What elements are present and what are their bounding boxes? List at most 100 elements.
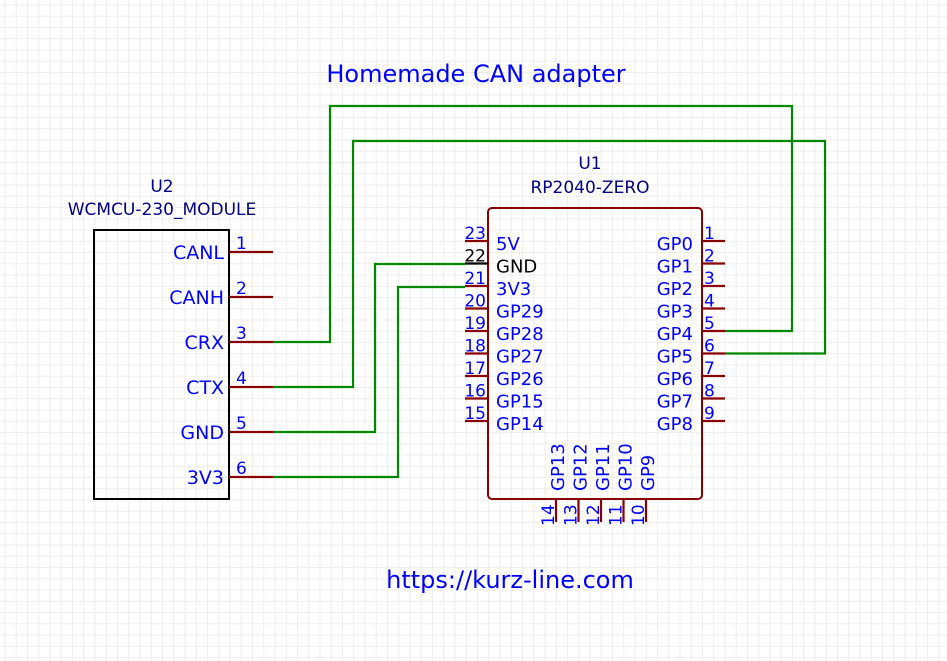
- pin-number: 12: [584, 504, 604, 526]
- pin-name: GND: [496, 257, 537, 278]
- pin-number: 18: [464, 337, 486, 357]
- u2-body[interactable]: [93, 229, 230, 500]
- u1-pin-21[interactable]: 21 3V3: [464, 269, 531, 300]
- u1-pin-12[interactable]: 12 GP11: [584, 443, 614, 526]
- u2-value: WCMCU-230_MODULE: [68, 200, 257, 220]
- wire-3v3[interactable]: [273, 285, 465, 479]
- pin-number: 3: [704, 269, 715, 289]
- pin-name: GP9: [638, 455, 659, 491]
- wire-crx-gp4[interactable]: [273, 104, 794, 344]
- wire-gnd[interactable]: [273, 262, 465, 434]
- wire-ctx-gp5[interactable]: [273, 139, 827, 389]
- pin-number: 2: [704, 247, 715, 267]
- u2-pin-3[interactable]: 3 CRX: [185, 324, 273, 354]
- pin-name: GP0: [657, 234, 693, 255]
- pin-number: 4: [236, 369, 247, 389]
- pin-name: GP3: [657, 302, 693, 323]
- pin-name: CRX: [185, 332, 224, 354]
- footer-link[interactable]: https://kurz-line.com: [386, 566, 634, 594]
- pin-number: 9: [704, 404, 715, 424]
- pin-number: 13: [562, 504, 582, 526]
- pin-number: 23: [464, 224, 486, 244]
- pin-name: 3V3: [496, 279, 531, 300]
- pin-name: 3V3: [187, 467, 224, 489]
- pin-number: 5: [704, 314, 715, 334]
- pin-name: GP28: [496, 324, 544, 345]
- pin-number: 20: [464, 292, 486, 312]
- wires: [273, 104, 827, 479]
- pin-name: 5V: [496, 234, 520, 255]
- pin-name: GP11: [593, 443, 614, 491]
- pin-name: GP29: [496, 302, 544, 323]
- pin-name: GND: [180, 422, 224, 444]
- pin-number: 3: [236, 324, 247, 344]
- pin-number: 16: [464, 382, 486, 402]
- pin-number: 14: [539, 504, 559, 526]
- pin-name: GP4: [657, 324, 693, 345]
- pin-number: 5: [236, 414, 247, 434]
- pin-number: 22: [464, 247, 486, 267]
- u2-pin-2[interactable]: 2 CANH: [169, 279, 273, 309]
- pin-number: 2: [236, 279, 247, 299]
- pin-number: 19: [464, 314, 486, 334]
- pin-name: GP5: [657, 347, 693, 368]
- u1-value: RP2040-ZERO: [530, 178, 649, 198]
- pin-name: GP7: [657, 392, 693, 413]
- pin-number: 1: [704, 224, 715, 244]
- pin-name: GP2: [657, 279, 693, 300]
- pin-name: GP8: [657, 414, 693, 435]
- pin-name: GP10: [616, 443, 637, 491]
- pin-number: 8: [704, 382, 715, 402]
- pin-name: GP12: [571, 443, 592, 491]
- pin-number: 1: [236, 234, 247, 254]
- u1-pin-23[interactable]: 23 5V: [464, 224, 520, 255]
- pin-name: GP6: [657, 369, 693, 390]
- pin-name: GP26: [496, 369, 544, 390]
- pin-name: GP15: [496, 392, 544, 413]
- u1-pin-11[interactable]: 11 GP10: [607, 443, 637, 526]
- pin-name: GP27: [496, 347, 544, 368]
- u2-pin-1[interactable]: 1 CANL: [173, 234, 273, 264]
- pin-number: 4: [704, 292, 715, 312]
- pin-name: CANL: [173, 242, 224, 264]
- u2-pin-5[interactable]: 5 GND: [180, 414, 273, 444]
- pin-number: 10: [629, 504, 649, 526]
- pin-name: CANH: [169, 287, 224, 309]
- u1-pin-13[interactable]: 13 GP12: [562, 443, 592, 526]
- pin-name: GP1: [657, 257, 693, 278]
- u2-ref: U2: [150, 177, 173, 197]
- schematic-title: Homemade CAN adapter: [326, 60, 625, 88]
- pin-name: GP14: [496, 414, 544, 435]
- pin-number: 11: [607, 504, 627, 526]
- pin-number: 21: [464, 269, 486, 289]
- u1-pin-10[interactable]: 10 GP9: [629, 455, 659, 526]
- pin-number: 6: [704, 337, 715, 357]
- pin-number: 17: [464, 359, 486, 379]
